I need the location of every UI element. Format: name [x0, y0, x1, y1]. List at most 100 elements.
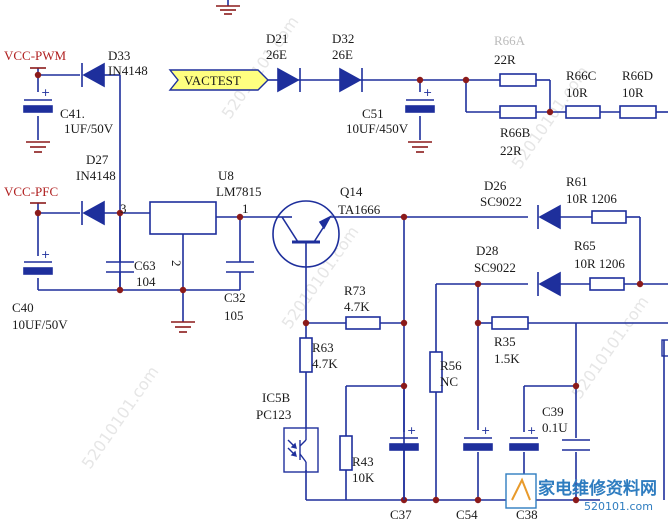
label-r35-value: 1.5K: [494, 351, 520, 366]
label-ic5b-value: PC123: [256, 407, 291, 422]
label-d32-ref: D32: [332, 31, 354, 46]
logo-title: 家电维修资料网: [538, 478, 657, 499]
label-u8-pin2: 2: [169, 260, 184, 267]
regulator-u8: [149, 201, 217, 235]
label-r66a-ref: R66A: [494, 33, 526, 48]
resistor-r35: [491, 316, 529, 330]
svg-text:+: +: [423, 86, 432, 99]
capacitor-c39: [562, 439, 590, 451]
diode-d32: [339, 67, 363, 93]
label-r63-value: 4.7K: [312, 356, 338, 371]
label-q14-value: TA1666: [338, 202, 381, 217]
label-r65-ref: R65: [574, 238, 596, 253]
label-r61-ref: R61: [566, 174, 588, 189]
diode-d27: [81, 200, 105, 226]
label-c63-value: 104: [136, 274, 156, 289]
net-label-vactest: VACTEST: [184, 73, 241, 88]
labels: D33 IN4148 C41. 1UF/50V D21 26E D32 26E …: [12, 31, 653, 519]
capacitor-c41: +: [23, 86, 53, 113]
label-r61-value: 10R 1206: [566, 191, 617, 206]
label-d28-value: SC9022: [474, 260, 516, 275]
label-c39-ref: C39: [542, 404, 564, 419]
partial-component: [661, 339, 668, 357]
label-d27-value: IN4148: [76, 168, 116, 183]
wires: [37, 0, 668, 501]
watermark-text: 52010101.com: [278, 223, 363, 333]
label-r63-ref: R63: [312, 340, 334, 355]
label-d28-ref: D28: [476, 243, 498, 258]
label-d21-value: 26E: [266, 47, 287, 62]
label-r56-value: NC: [440, 374, 458, 389]
label-r65-value: 10R 1206: [574, 256, 625, 271]
net-vcc-pwm: VCC-PWM: [4, 48, 67, 69]
label-c54-ref: C54: [456, 507, 478, 519]
optocoupler-ic5b: [283, 427, 319, 473]
label-d21-ref: D21: [266, 31, 288, 46]
label-c40-value: 10UF/50V: [12, 317, 68, 332]
site-logo: 家电维修资料网 520101.com: [505, 473, 657, 513]
label-r35-ref: R35: [494, 334, 516, 349]
label-c41-ref: C41.: [60, 106, 85, 121]
resistor-r66c: [565, 105, 601, 119]
resistor-r56: [429, 351, 443, 393]
label-r66d-value: 10R: [622, 85, 644, 100]
capacitor-c63: [106, 261, 134, 273]
watermark-text: 52010101.com: [218, 13, 303, 123]
label-d27-ref: D27: [86, 152, 109, 167]
resistor-r66a: [499, 73, 537, 87]
label-c39-value: 0.1U: [542, 420, 568, 435]
label-r66c-value: 10R: [566, 85, 588, 100]
capacitors: + + + + +: [23, 86, 590, 500]
resistor-r66b: [499, 105, 537, 119]
net-label-vcc-pwm: VCC-PWM: [4, 48, 67, 63]
watermark-text: 52010101.com: [78, 363, 163, 473]
svg-text:+: +: [481, 424, 490, 437]
capacitor-c54: +: [463, 424, 493, 451]
label-q14-ref: Q14: [340, 184, 363, 199]
label-r66c-ref: R66C: [566, 68, 596, 83]
svg-text:+: +: [41, 86, 50, 99]
resistor-r66d: [619, 105, 657, 119]
svg-text:+: +: [41, 248, 50, 261]
capacitor-c51: +: [405, 86, 435, 113]
diode-d28: [537, 271, 561, 297]
label-c41-value: 1UF/50V: [64, 121, 114, 136]
capacitor-c32: [226, 261, 254, 273]
resistors: [299, 73, 657, 471]
ground-symbol: [26, 141, 50, 153]
label-c37-ref: C37: [390, 507, 412, 519]
junctions: [34, 71, 644, 504]
diode-d26: [537, 204, 561, 230]
diodes: [81, 62, 561, 297]
label-r66b-value: 22R: [500, 143, 522, 158]
label-c32-value: 105: [224, 308, 244, 323]
capacitor-c40: +: [23, 248, 53, 275]
label-c32-ref: C32: [224, 290, 246, 305]
label-r56-ref: R56: [440, 358, 462, 373]
resistor-r61: [591, 210, 627, 224]
label-d32-value: 26E: [332, 47, 353, 62]
label-d33-value: IN4148: [108, 63, 148, 78]
logo-url: 520101.com: [584, 500, 653, 513]
label-u8-pin1: 1: [242, 201, 249, 216]
net-vactest: VACTEST: [168, 69, 278, 91]
net-label-vcc-pfc: VCC-PFC: [4, 184, 58, 199]
label-u8-ref: U8: [218, 168, 234, 183]
diode-d33: [81, 62, 105, 88]
svg-text:+: +: [527, 424, 536, 437]
label-r43-value: 10K: [352, 470, 375, 485]
capacitor-c38: +: [509, 424, 539, 451]
diode-d21: [277, 67, 301, 93]
label-c63-ref: C63: [134, 258, 156, 273]
label-u8-pin3: 3: [120, 201, 127, 216]
ground-symbol: [171, 321, 195, 333]
resistor-r65: [589, 277, 625, 291]
label-c51-value: 10UF/450V: [346, 121, 409, 136]
label-d26-value: SC9022: [480, 194, 522, 209]
grounds: [26, 5, 432, 333]
capacitor-c37: +: [389, 424, 419, 500]
label-c38-ref: C38: [516, 507, 538, 519]
label-c51-ref: C51: [362, 106, 384, 121]
